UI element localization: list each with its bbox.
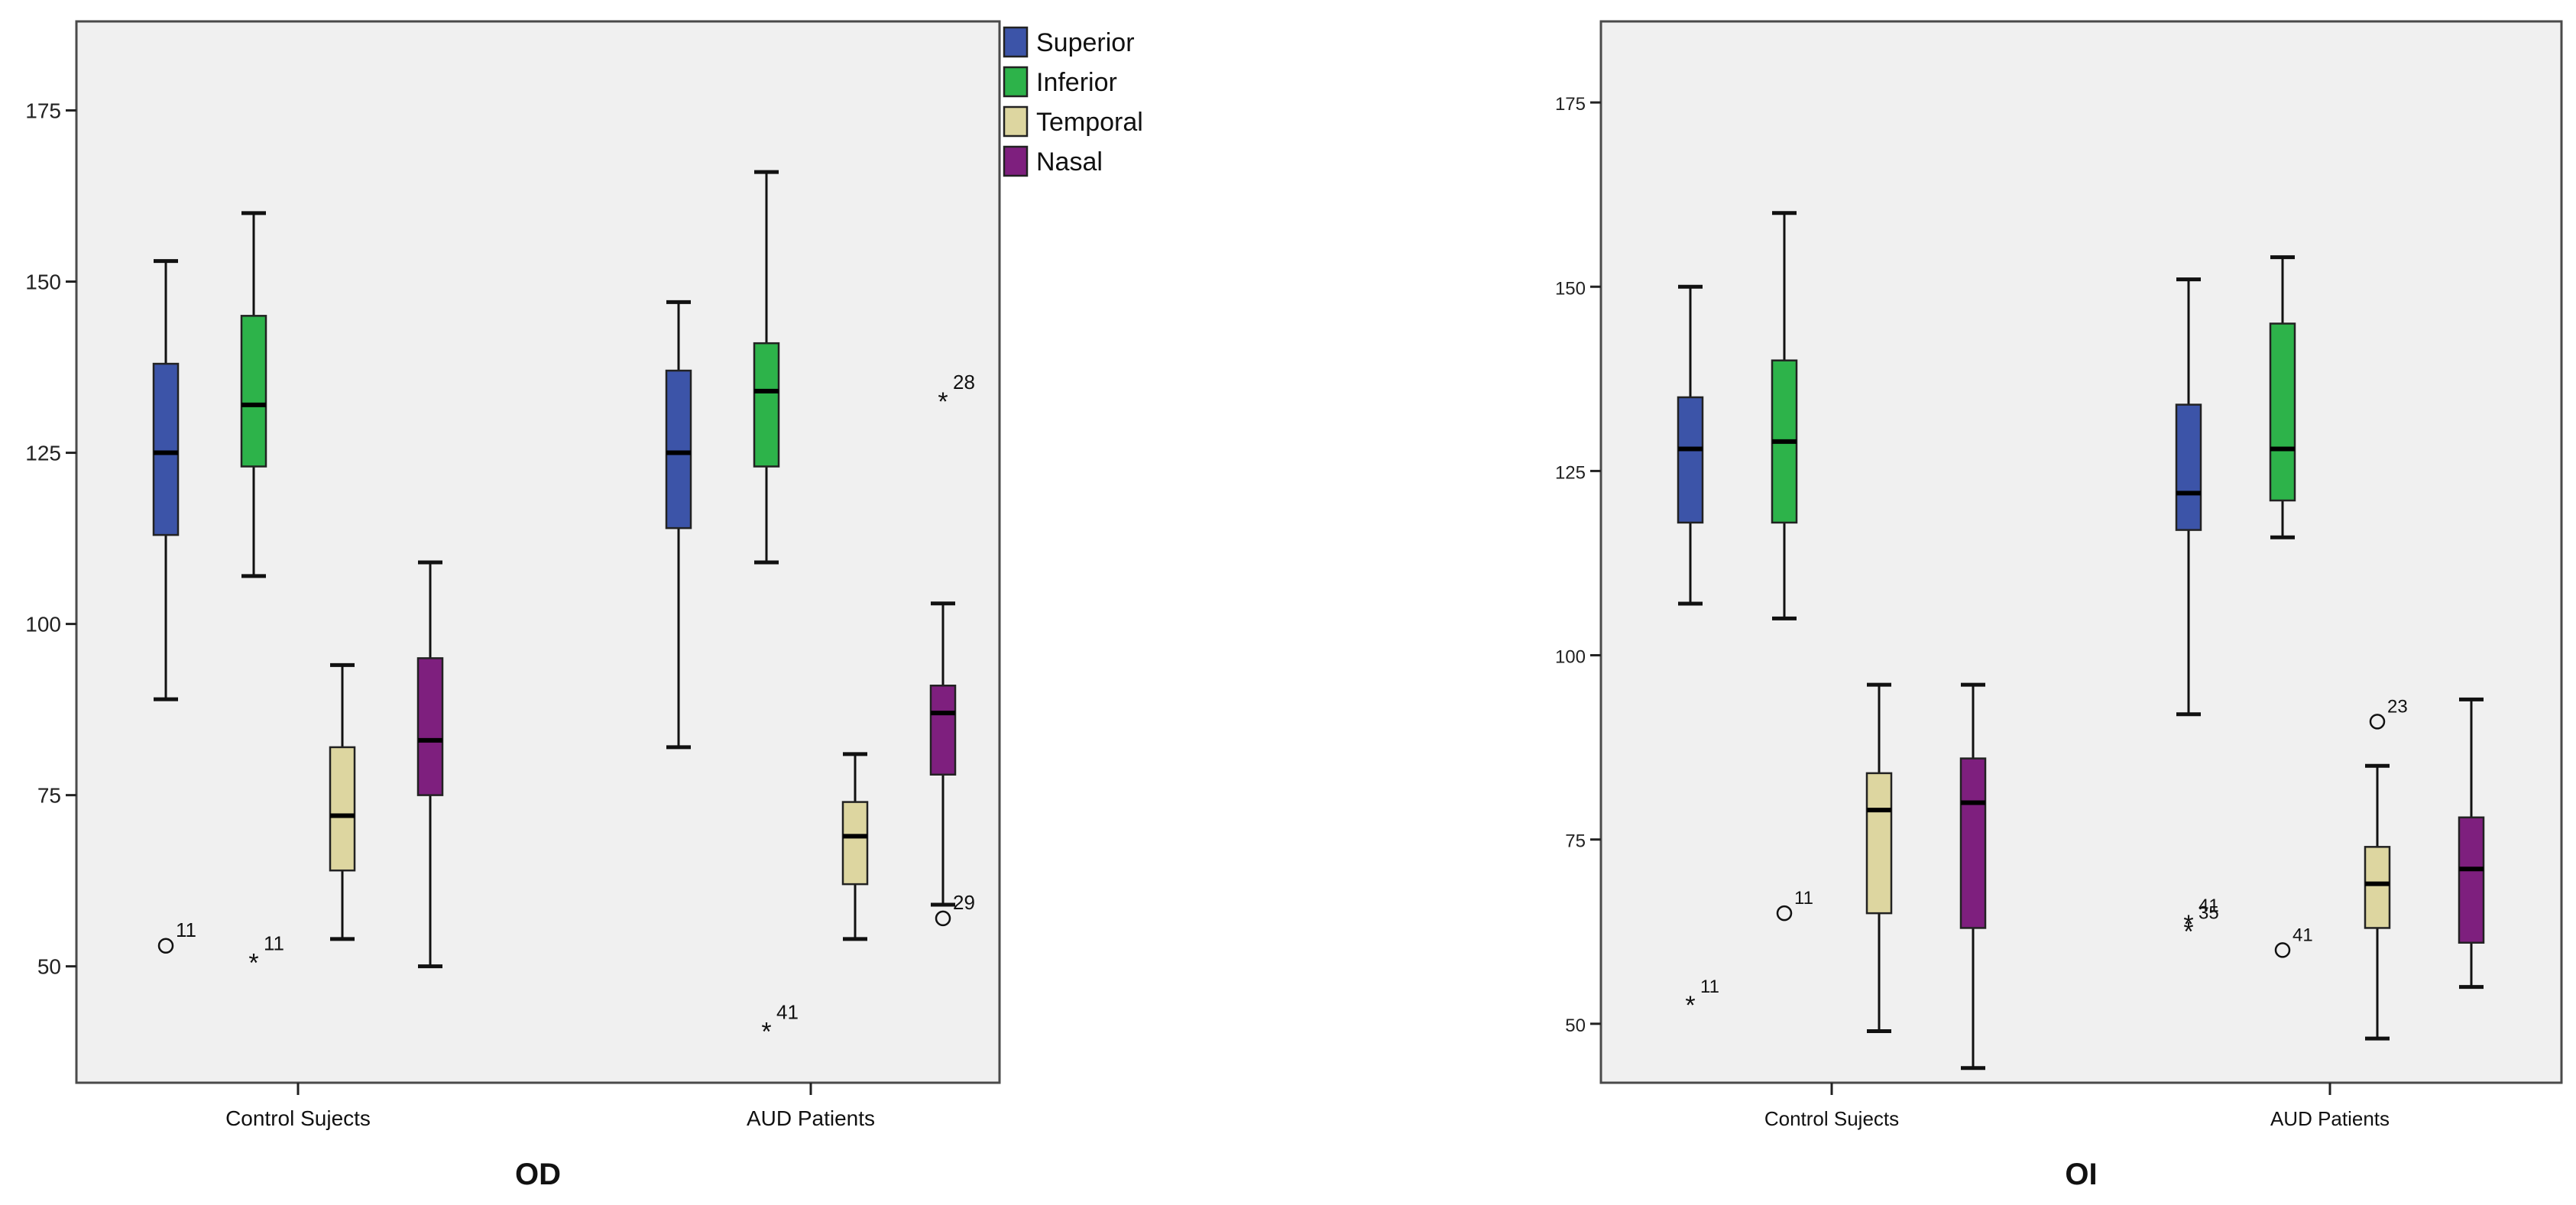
iqr-box — [240, 315, 267, 468]
iqr-box — [152, 362, 180, 536]
extreme-marker: * — [248, 949, 258, 978]
y-tick-label: 175 — [1555, 94, 1586, 115]
box-plot-nasal — [416, 560, 444, 969]
y-tick-label: 150 — [1555, 278, 1586, 299]
box-plot-superior — [1677, 284, 1704, 606]
y-tick-label: 175 — [25, 99, 61, 122]
iqr-box — [1677, 396, 1704, 524]
iqr-box — [2175, 403, 2202, 531]
legend-item-temporal: Temporal — [1003, 105, 1143, 138]
plot-area — [75, 20, 1001, 1084]
y-tick-label: 125 — [1555, 462, 1586, 483]
iqr-box — [841, 801, 869, 886]
outlier-label: 11 — [1700, 977, 1719, 997]
box-plot-temporal — [2364, 763, 2391, 1041]
iqr-box — [2364, 846, 2391, 929]
outlier-label: 41 — [2199, 896, 2219, 916]
box-plot-inferior — [2269, 255, 2296, 539]
outlier-marker — [935, 910, 951, 927]
box-plot-inferior — [753, 170, 780, 565]
y-tick-label: 50 — [37, 955, 61, 979]
x-tick-label: AUD Patients — [747, 1106, 875, 1130]
y-tick-label: 50 — [1565, 1016, 1586, 1036]
outlier-marker — [157, 938, 174, 954]
box-plot-nasal — [929, 601, 957, 907]
legend-label: Nasal — [1036, 147, 1103, 177]
y-tick-label: 100 — [1555, 647, 1586, 668]
x-tick-label: Control Sujects — [225, 1106, 371, 1130]
extreme-marker: * — [2183, 910, 2193, 939]
legend-swatch — [1003, 105, 1029, 138]
outlier-marker — [2274, 942, 2291, 958]
y-tick-label: 75 — [37, 784, 61, 808]
iqr-box — [1865, 772, 1893, 915]
iqr-box — [416, 657, 444, 796]
x-tick-label: AUD Patients — [2270, 1107, 2390, 1130]
box-plot-nasal — [2458, 697, 2485, 990]
outlier-label: 11 — [176, 918, 196, 941]
outlier-label: 23 — [2387, 696, 2408, 717]
iqr-box — [2458, 816, 2485, 944]
chart-title: OI — [2065, 1158, 2097, 1191]
chart-title: OD — [515, 1158, 561, 1191]
outlier-label: 41 — [2292, 925, 2313, 945]
extreme-marker: * — [1685, 991, 1695, 1020]
legend-swatch — [1003, 26, 1029, 58]
extreme-marker: * — [938, 387, 948, 416]
y-tick-label: 75 — [1565, 831, 1586, 852]
y-tick-label: 100 — [25, 613, 61, 637]
box-plot-temporal — [841, 752, 869, 941]
outlier-marker — [1776, 905, 1793, 922]
extreme-marker: * — [761, 1017, 771, 1046]
legend-item-inferior: Inferior — [1003, 66, 1117, 98]
legend-label: Superior — [1036, 28, 1135, 57]
extreme-marker: * — [2183, 917, 2193, 946]
iqr-box — [665, 369, 692, 530]
iqr-box — [753, 342, 780, 468]
outlier-marker — [2369, 714, 2386, 730]
box-plot-nasal — [1959, 682, 1987, 1071]
legend-swatch — [1003, 145, 1029, 177]
iqr-box — [329, 746, 356, 872]
legend-label: Inferior — [1036, 68, 1117, 97]
outlier-label: 28 — [953, 371, 975, 394]
iqr-box — [2269, 322, 2296, 502]
x-tick-label: Control Sujects — [1764, 1107, 1899, 1130]
y-tick-label: 150 — [25, 270, 61, 294]
box-plot-temporal — [329, 662, 356, 941]
iqr-box — [929, 684, 957, 776]
box-plot-superior — [665, 300, 692, 750]
legend-item-nasal: Nasal — [1003, 145, 1103, 177]
plot-area — [1599, 20, 2563, 1084]
legend-label: Temporal — [1036, 108, 1143, 137]
outlier-label: 35 — [2199, 902, 2219, 923]
box-plot-inferior — [240, 211, 267, 578]
box-plot-superior — [152, 259, 180, 701]
outlier-label: 11 — [264, 932, 284, 955]
box-plot-superior — [2175, 277, 2202, 717]
outlier-label: 29 — [953, 891, 975, 914]
outlier-label: 41 — [776, 1000, 799, 1023]
outlier-label: 11 — [1794, 888, 1813, 909]
legend-item-superior: Superior — [1003, 26, 1135, 58]
iqr-box — [1959, 757, 1987, 929]
y-tick-label: 125 — [25, 442, 61, 465]
box-plot-temporal — [1865, 682, 1893, 1033]
box-plot-inferior — [1771, 211, 1798, 620]
legend-swatch — [1003, 66, 1029, 98]
